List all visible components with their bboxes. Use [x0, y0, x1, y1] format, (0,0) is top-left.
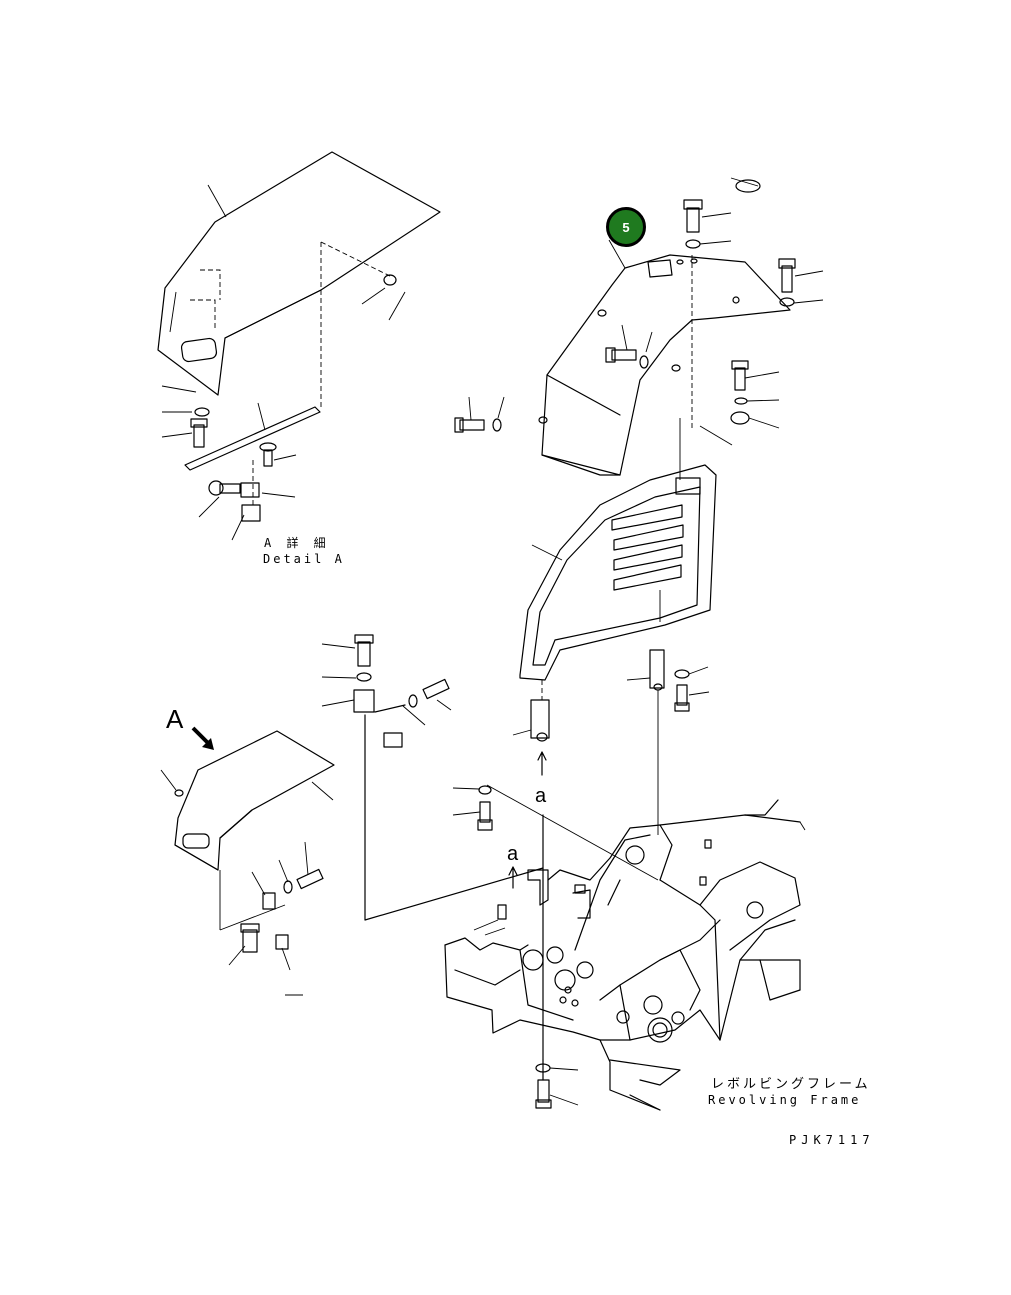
guard-mount-brackets	[512, 649, 710, 835]
detail-a-hardware	[161, 274, 406, 541]
detail-a-bracket	[184, 402, 321, 522]
lower-left-cover	[174, 730, 335, 931]
revolving-frame	[444, 784, 806, 1111]
frame-hardware	[452, 785, 579, 1109]
arrow-label-a-small: a	[507, 843, 519, 865]
detail-a-cover	[157, 151, 441, 410]
detail-a-label-ja: A 詳 細	[264, 536, 330, 550]
side-guard	[519, 418, 717, 681]
frame-label-en: Revolving Frame	[708, 1093, 862, 1107]
part-callout-number: 5	[622, 219, 630, 235]
view-a-marker: A	[166, 704, 184, 734]
lower-left-hardware	[160, 634, 544, 996]
view-a-arrow	[191, 726, 214, 750]
part-callout-5[interactable]: 5	[606, 207, 646, 247]
upper-cover-hardware	[454, 177, 824, 446]
detail-a-label-en: Detail A	[263, 552, 345, 566]
frame-label-ja: レボルビングフレーム	[711, 1077, 871, 1092]
arrow-label-a-large: a	[535, 785, 547, 807]
upper-cover	[538, 239, 791, 476]
drawing-code: PJK7117	[789, 1133, 875, 1147]
